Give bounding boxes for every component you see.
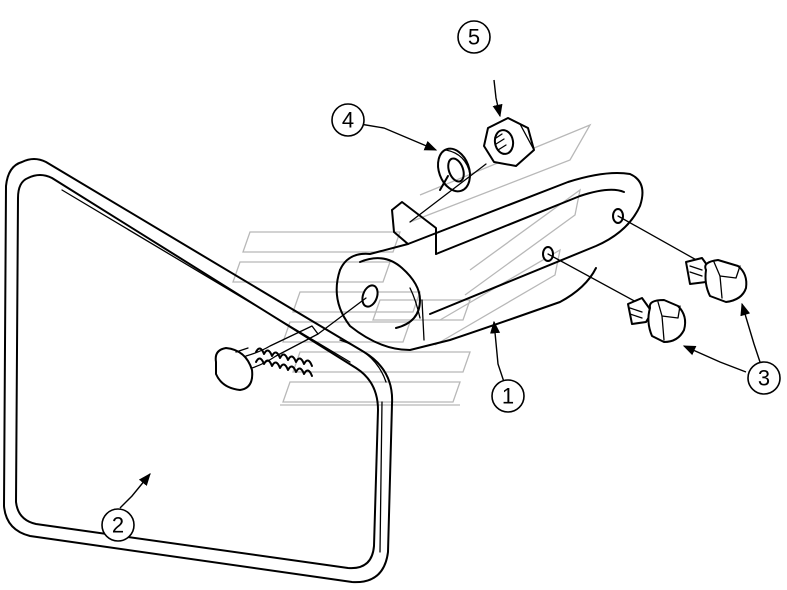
leader-lines [119, 79, 761, 509]
mounting-bracket [317, 163, 701, 351]
callout-4-label: 4 [342, 108, 354, 133]
watermark [232, 123, 592, 406]
callout-4: 4 [331, 103, 365, 137]
callout-2-label: 2 [112, 513, 124, 538]
callout-2: 2 [101, 508, 135, 542]
callout-1-label: 1 [502, 384, 514, 409]
callout-1: 1 [491, 379, 525, 413]
callout-3-label: 3 [758, 366, 770, 391]
lock-washer [437, 147, 471, 193]
callout-3: 3 [747, 361, 781, 395]
callout-5-label: 5 [468, 25, 480, 50]
callout-5: 5 [457, 20, 491, 54]
hex-nut [483, 117, 535, 167]
lamp-housing [3, 158, 394, 584]
flange-bolt-lower [627, 297, 687, 343]
mounting-bolt-spring [214, 325, 319, 391]
flange-bolt-upper [685, 257, 748, 303]
